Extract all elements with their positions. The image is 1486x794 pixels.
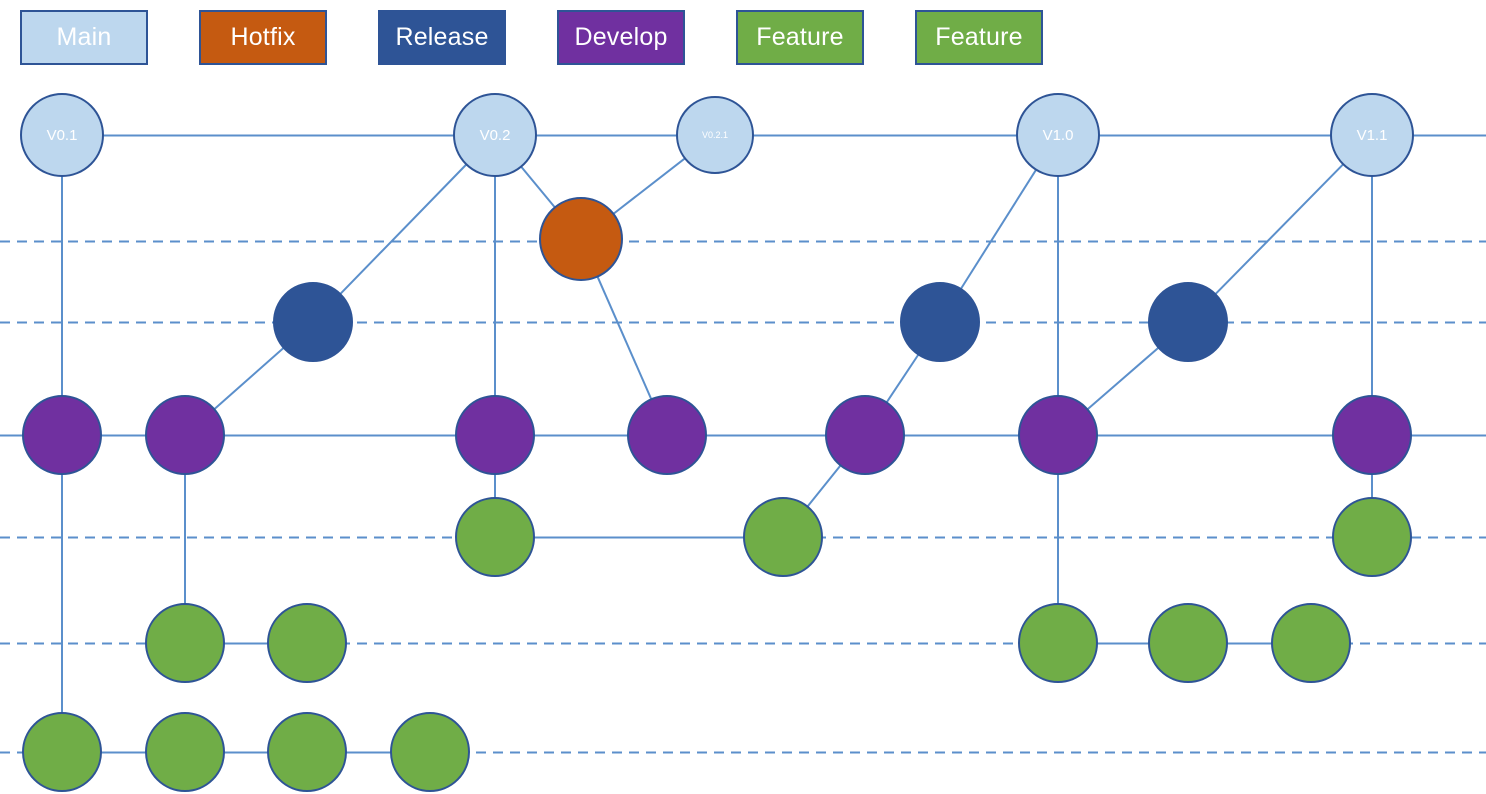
legend-item-label: Main (56, 23, 112, 51)
edge-develop-5-to-release-2 (885, 353, 920, 404)
legend-item-feature-4[interactable]: Feature (736, 10, 864, 65)
commit-node-featB-4[interactable] (1148, 603, 1228, 683)
legend-item-feature-5[interactable]: Feature (915, 10, 1043, 65)
commit-node-featC-4[interactable] (390, 712, 470, 792)
legend-item-label: Develop (574, 23, 668, 51)
edge-release-1-to-main-v02 (339, 163, 468, 295)
commit-node-featA-2[interactable] (743, 497, 823, 577)
commit-node-develop-7[interactable] (1332, 395, 1412, 475)
commit-node-featA-3[interactable] (1332, 497, 1412, 577)
commit-node-release-3[interactable] (1148, 282, 1228, 362)
commit-node-main-v021[interactable]: V0.2.1 (676, 96, 754, 174)
commit-node-label: V0.2.1 (701, 129, 729, 140)
commit-node-featB-1[interactable] (145, 603, 225, 683)
commit-node-release-2[interactable] (900, 282, 980, 362)
commit-node-release-1[interactable] (273, 282, 353, 362)
commit-node-label: V1.1 (1356, 126, 1388, 144)
commit-node-develop-2[interactable] (145, 395, 225, 475)
edge-release-3-to-main-v11 (1214, 163, 1344, 295)
legend-item-label: Feature (756, 23, 844, 51)
edge-hotfix-1-to-develop-4 (596, 276, 653, 400)
legend-item-label: Hotfix (230, 23, 296, 51)
commit-node-featA-1[interactable] (455, 497, 535, 577)
commit-node-label: V1.0 (1042, 126, 1074, 144)
commit-node-develop-5[interactable] (825, 395, 905, 475)
edge-develop-2-to-release-1 (213, 347, 285, 410)
commit-node-develop-1[interactable] (22, 395, 102, 475)
edge-main-v02-to-hotfix-1 (520, 165, 556, 209)
commit-node-main-v01[interactable]: V0.1 (20, 93, 104, 177)
edge-release-2-to-main-v10 (959, 169, 1037, 290)
commit-node-develop-6[interactable] (1018, 395, 1098, 475)
commit-node-featB-3[interactable] (1018, 603, 1098, 683)
legend-item-hotfix-1[interactable]: Hotfix (199, 10, 327, 65)
commit-node-featC-2[interactable] (145, 712, 225, 792)
commit-node-featC-1[interactable] (22, 712, 102, 792)
commit-node-develop-3[interactable] (455, 395, 535, 475)
commit-node-featB-5[interactable] (1271, 603, 1351, 683)
commit-node-hotfix-1[interactable] (539, 197, 623, 281)
legend-item-main-0[interactable]: Main (20, 10, 148, 65)
edge-develop-6-to-release-3 (1086, 346, 1160, 411)
commit-node-featB-2[interactable] (267, 603, 347, 683)
commit-node-main-v10[interactable]: V1.0 (1016, 93, 1100, 177)
edge-hotfix-1-to-main-v021 (612, 157, 686, 215)
edge-featA-2-to-develop-5 (806, 464, 842, 508)
legend-item-label: Release (395, 23, 489, 51)
legend-item-release-2[interactable]: Release (378, 10, 506, 65)
legend-item-label: Feature (935, 23, 1023, 51)
commit-node-label: V0.2 (479, 126, 511, 144)
legend-item-develop-3[interactable]: Develop (557, 10, 685, 65)
commit-node-label: V0.1 (46, 126, 78, 144)
commit-node-featC-3[interactable] (267, 712, 347, 792)
commit-node-develop-4[interactable] (627, 395, 707, 475)
commit-node-main-v02[interactable]: V0.2 (453, 93, 537, 177)
commit-node-main-v11[interactable]: V1.1 (1330, 93, 1414, 177)
